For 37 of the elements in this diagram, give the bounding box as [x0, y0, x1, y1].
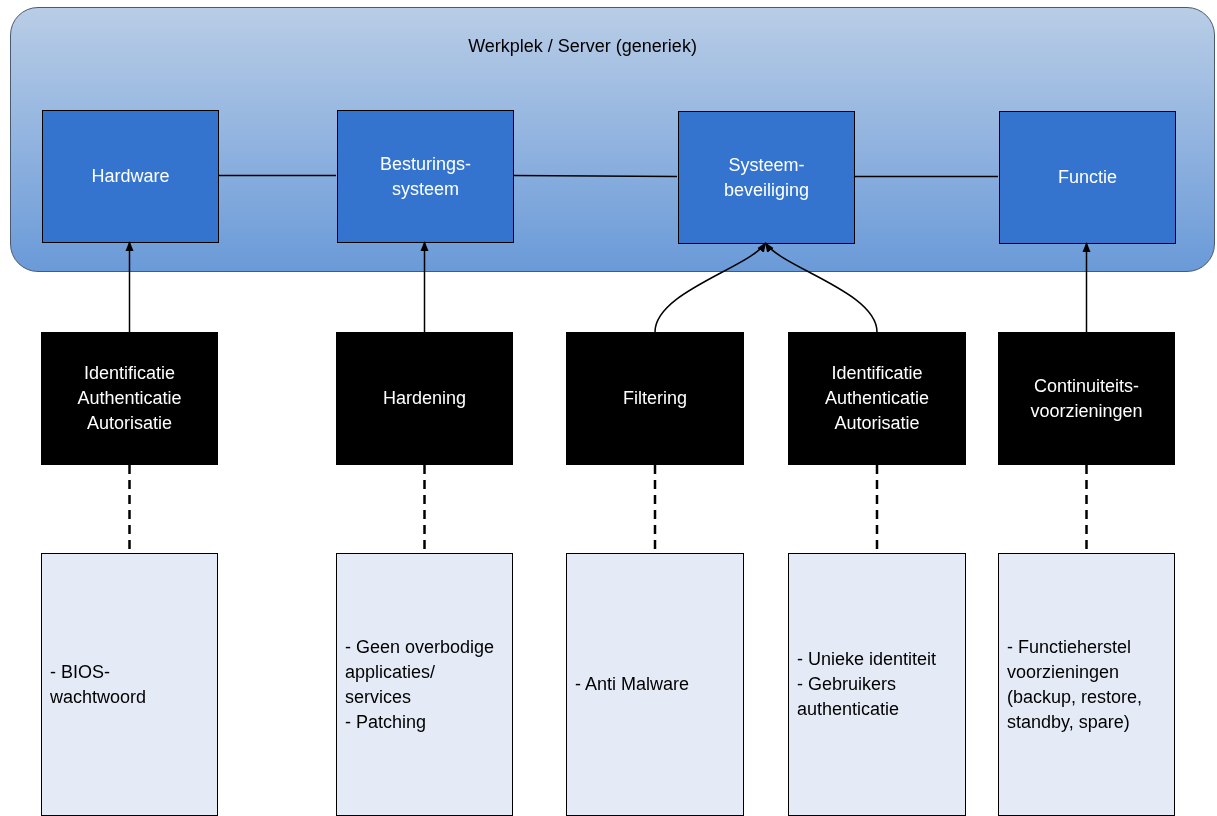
- connector-arrow: [764, 242, 878, 333]
- box-text: Hardening: [382, 387, 467, 410]
- box-text: Systeem- beveiliging: [722, 153, 811, 202]
- connector-arrow: [420, 241, 429, 333]
- box-text: Identificatie Authenticatie Autorisatie: [823, 362, 931, 435]
- control-box: [788, 332, 966, 465]
- box-text: - Patching: [345, 710, 427, 734]
- box-text: - BIOS- wachtwoord: [50, 660, 148, 709]
- box-text: - Gebruikers authenticatie: [797, 673, 901, 721]
- connector-arrow: [125, 241, 134, 333]
- box-text: Hardware: [91, 165, 170, 188]
- connector-arrow: [654, 242, 767, 333]
- container-band: [10, 7, 1215, 272]
- container-title: Werkplek / Server (generiek): [468, 35, 697, 58]
- measure-box: [336, 553, 513, 816]
- box-text: - Unieke identiteit: [797, 648, 937, 671]
- control-box: [566, 332, 744, 465]
- connector-arrow: [1082, 242, 1091, 333]
- measure-box: [566, 553, 744, 816]
- control-box: [336, 332, 513, 465]
- control-box: [41, 332, 218, 465]
- box-text: - Functieherstel voorzieningen (backup, restore, standby, spare): [1007, 635, 1144, 734]
- measure-box: [788, 553, 966, 816]
- box-text: Identificatie Authenticatie Autorisatie: [76, 362, 183, 435]
- component-box: [678, 111, 855, 244]
- box-text: - Anti Malware: [575, 673, 690, 696]
- measure-box: [41, 553, 218, 816]
- box-text: - Geen overbodige applicaties/ services: [345, 635, 496, 709]
- box-text: Filtering: [623, 387, 687, 410]
- box-text: Functie: [1058, 166, 1117, 189]
- control-box: [998, 332, 1175, 465]
- box-text: Continuiteits- voorzieningen: [1029, 374, 1144, 423]
- component-box: [42, 110, 219, 243]
- component-box: [999, 111, 1176, 244]
- measure-box: [998, 553, 1175, 816]
- box-text: Besturings- systeem: [378, 152, 472, 201]
- component-box: [337, 110, 514, 243]
